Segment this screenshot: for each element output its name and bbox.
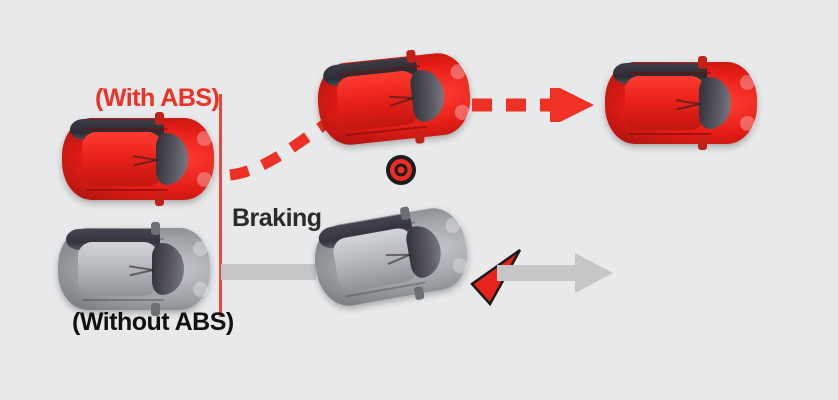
- car-seam-top: [86, 127, 169, 130]
- car-red-continues: [605, 56, 757, 150]
- car-wiper-icon: [129, 264, 155, 276]
- braking-reference-line: [219, 94, 222, 317]
- car-seam-top: [82, 237, 165, 240]
- gray-skid-bar-left: [221, 264, 316, 280]
- braking-label: Braking: [232, 204, 322, 232]
- car-seam-bottom: [82, 298, 165, 301]
- gray-skid-arrow-right: [497, 253, 613, 293]
- red-dashed-arrow: [472, 88, 594, 122]
- obstacle-marker-icon: [386, 155, 416, 185]
- car-headlight-top: [740, 75, 756, 91]
- car-mirror-bottom: [150, 303, 160, 316]
- car-mirror-bottom: [154, 193, 164, 206]
- car-mirror-top: [150, 222, 160, 235]
- car-wiper-icon: [676, 98, 702, 110]
- car-seam-bottom: [86, 188, 169, 191]
- car-headlight-bottom: [740, 115, 756, 131]
- car-gray-skidding: [309, 203, 473, 311]
- car-seam-bottom: [629, 132, 712, 135]
- car-wiper-icon: [133, 154, 159, 166]
- car-mirror-top: [399, 206, 411, 221]
- car-headlight-top: [193, 241, 209, 257]
- car-seam-top: [629, 71, 712, 74]
- car-headlight-bottom: [193, 281, 209, 297]
- car-mirror-bottom: [414, 130, 425, 144]
- car-headlight-top: [197, 131, 213, 147]
- car-red-braking-start: [62, 112, 214, 206]
- car-red-swerving: [314, 49, 474, 148]
- car-mirror-top: [405, 49, 417, 64]
- car-mirror-top: [154, 112, 164, 125]
- with-abs-label: (With ABS): [95, 84, 220, 112]
- car-mirror-bottom: [697, 137, 707, 150]
- car-headlight-bottom: [197, 171, 213, 187]
- car-gray-braking-start: [58, 222, 210, 316]
- car-mirror-top: [697, 56, 707, 69]
